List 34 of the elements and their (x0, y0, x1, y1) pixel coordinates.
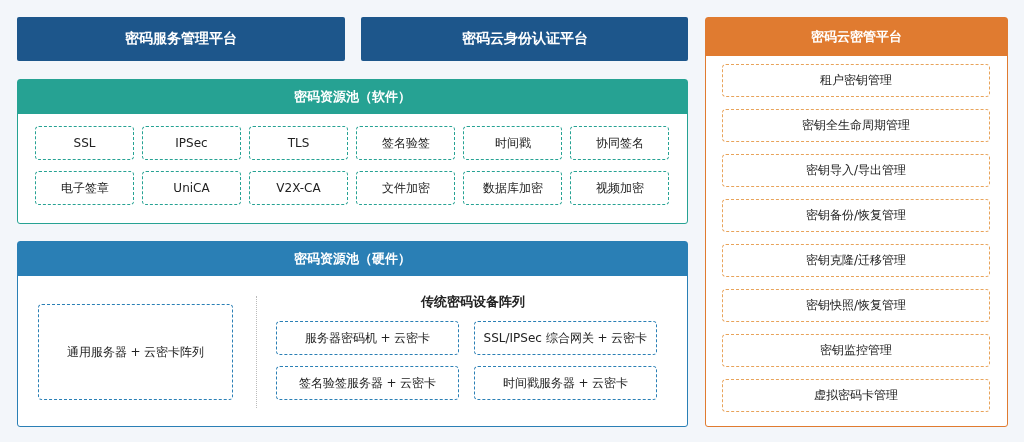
module-box: SSL (35, 126, 134, 160)
module-box: 密钥备份/恢复管理 (722, 199, 990, 232)
module-box: IPSec (142, 126, 241, 160)
module-box: 密钥克隆/迁移管理 (722, 244, 990, 277)
module-box: 通用服务器 + 云密卡阵列 (38, 304, 233, 400)
module-box: 签名验签服务器 + 云密卡 (276, 366, 459, 400)
module-box: 视频加密 (570, 171, 669, 205)
panel-header: 密码资源池（软件） (18, 80, 687, 114)
panel-card (17, 79, 688, 224)
module-box: 租户密钥管理 (722, 64, 990, 97)
module-box: 数据库加密 (463, 171, 562, 205)
panel-header: 密码资源池（硬件） (18, 242, 687, 276)
module-box: 服务器密码机 + 云密卡 (276, 321, 459, 355)
module-box: 密钥全生命周期管理 (722, 109, 990, 142)
module-box: UniCA (142, 171, 241, 205)
module-box: 签名验签 (356, 126, 455, 160)
module-box: SSL/IPSec 综合网关 + 云密卡 (474, 321, 657, 355)
module-box: 密钥快照/恢复管理 (722, 289, 990, 322)
platform-banner: 密码云身份认证平台 (361, 17, 688, 61)
panel-card (705, 17, 1008, 427)
module-box: 密钥导入/导出管理 (722, 154, 990, 187)
module-box: 密钥监控管理 (722, 334, 990, 367)
module-box: 时间戳 (463, 126, 562, 160)
module-box: 虚拟密码卡管理 (722, 379, 990, 412)
panel-header: 密码云密管平台 (706, 18, 1007, 56)
module-box: 电子签章 (35, 171, 134, 205)
module-box: TLS (249, 126, 348, 160)
platform-banner: 密码服务管理平台 (17, 17, 345, 61)
module-box: V2X-CA (249, 171, 348, 205)
group-heading: 传统密码设备阵列 (419, 293, 526, 311)
module-box: 协同签名 (570, 126, 669, 160)
module-box: 文件加密 (356, 171, 455, 205)
panel-card (17, 241, 688, 427)
module-box: 时间戳服务器 + 云密卡 (474, 366, 657, 400)
